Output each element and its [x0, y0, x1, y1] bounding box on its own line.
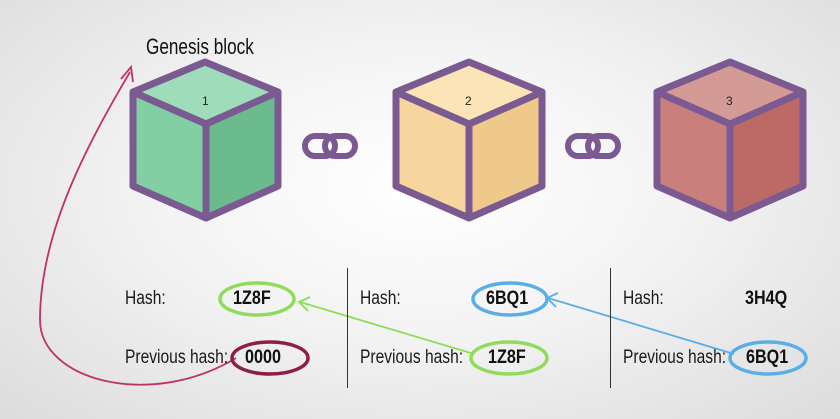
prev-hash-ring-blue [728, 340, 808, 376]
chain-link-icon [302, 133, 358, 159]
block-1-left-face [133, 92, 206, 218]
block-2-hash-label: Hash: [360, 288, 401, 309]
block-3-prev-hash-value: 6BQ1 [746, 347, 789, 368]
block-2-prev-hash-label: Previous hash: [360, 347, 464, 368]
block-3-left-face [657, 92, 730, 218]
hash-ring-blue [471, 281, 549, 317]
prev-hash-ring-maroon [230, 340, 310, 376]
column-divider [347, 268, 348, 388]
genesis-arrow [39, 71, 237, 386]
prev-hash-ring-green [469, 340, 549, 376]
genesis-arrowhead [120, 64, 134, 83]
column-divider [610, 268, 611, 388]
block-1-hash-value: 1Z8F [233, 288, 271, 309]
link-arrow-blue [547, 297, 735, 355]
block-1-number: 1 [202, 94, 209, 108]
link-arrow-green [299, 301, 475, 355]
hash-ring-green [218, 281, 296, 317]
block-2-left-face [396, 92, 469, 218]
block-2-cube [392, 58, 546, 222]
block-3-number: 3 [726, 94, 733, 108]
block-2-right-face [469, 92, 542, 218]
block-1-cube [129, 58, 282, 222]
block-1-right-face [206, 92, 278, 218]
block-3-right-face [730, 92, 803, 218]
block-3-cube [653, 58, 807, 222]
block-1-prev-hash-value: 0000 [245, 347, 281, 368]
block-3-hash-label: Hash: [623, 288, 664, 309]
genesis-block-label: Genesis block [146, 34, 254, 59]
block-2-hash-value: 6BQ1 [486, 288, 529, 309]
chain-link-icon [565, 133, 621, 159]
block-1-hash-label: Hash: [125, 288, 166, 309]
block-3-prev-hash-label: Previous hash: [623, 347, 727, 368]
block-2-number: 2 [465, 94, 472, 108]
block-1-prev-hash-label: Previous hash: [125, 347, 229, 368]
block-2-prev-hash-value: 1Z8F [488, 347, 526, 368]
block-3-hash-value: 3H4Q [745, 288, 788, 309]
